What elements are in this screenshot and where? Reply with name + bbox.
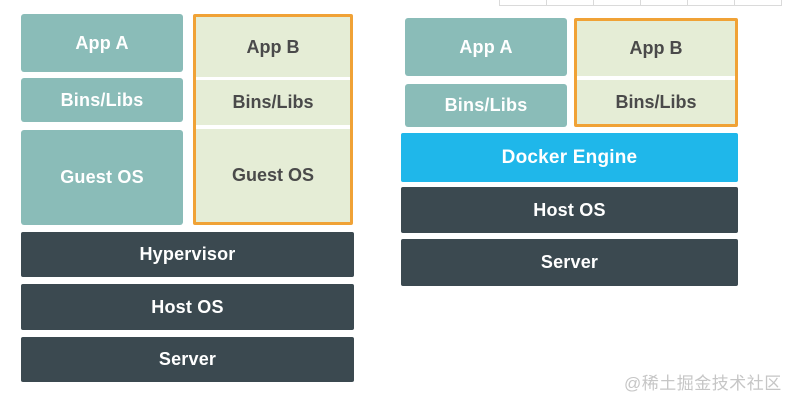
vm-highlighted-vm-box: App B Bins/Libs Guest OS: [193, 14, 353, 225]
vm-host-os-layer: Host OS: [21, 284, 354, 330]
docker-engine-layer: Docker Engine: [401, 133, 738, 182]
vm-app-a-block: App A: [21, 14, 183, 72]
docker-highlighted-container-box: App B Bins/Libs: [574, 18, 738, 127]
docker-server-layer: Server: [401, 239, 738, 286]
vm-bins-libs-highlight-block: Bins/Libs: [196, 80, 350, 125]
watermark: @稀土掘金技术社区: [624, 374, 782, 393]
vm-app-b-block: App B: [196, 17, 350, 77]
vm-guest-os-highlight-block: Guest OS: [196, 129, 350, 222]
docker-host-os-layer: Host OS: [401, 187, 738, 233]
vm-guest-os-block: Guest OS: [21, 130, 183, 225]
docker-app-a-block: App A: [405, 18, 567, 76]
cropped-table-cell: [499, 0, 546, 5]
vm-server-layer: Server: [21, 337, 354, 382]
hypervisor-layer: Hypervisor: [21, 232, 354, 277]
cropped-table-cell: [546, 0, 593, 5]
docker-bins-libs-block: Bins/Libs: [405, 84, 567, 127]
docker-bins-libs-highlight-block: Bins/Libs: [577, 80, 735, 124]
cropped-table-cell: [687, 0, 734, 5]
cropped-table-cell: [734, 0, 782, 5]
cropped-table-edge: [499, 0, 782, 6]
cropped-table-cell: [640, 0, 687, 5]
vm-bins-libs-block: Bins/Libs: [21, 78, 183, 122]
cropped-table-cell: [593, 0, 640, 5]
docker-app-b-block: App B: [577, 21, 735, 76]
